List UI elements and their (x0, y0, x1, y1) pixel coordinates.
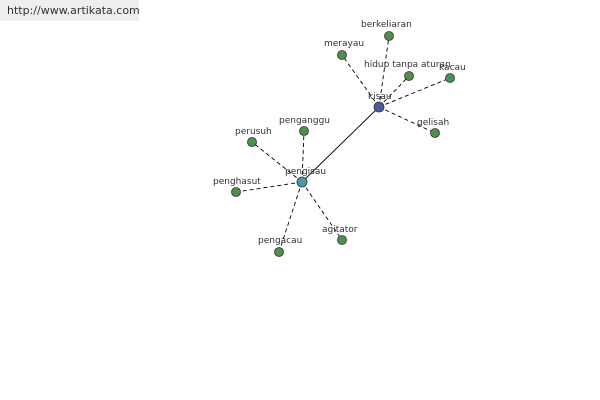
word-node-merayau[interactable] (337, 50, 347, 60)
graph-edges (235, 35, 451, 253)
word-label-hidup-tanpa-aturan[interactable]: hidup tanpa aturan (364, 60, 451, 70)
link-kisau-gelisah (378, 106, 436, 134)
main-link-kisau-pengisau (301, 106, 380, 183)
word-label-perusuh[interactable]: perusuh (235, 127, 272, 137)
word-label-gelisah[interactable]: gelisah (417, 118, 449, 128)
hub-node-pengisau[interactable] (296, 176, 308, 188)
word-label-pengacau[interactable]: pengacau (258, 236, 302, 246)
word-node-kacau[interactable] (445, 73, 455, 83)
word-label-pengisau[interactable]: pengisau (285, 167, 326, 177)
word-node-agitator[interactable] (337, 235, 347, 245)
word-node-berkeliaran[interactable] (384, 31, 394, 41)
link-pengisau-pengacau (278, 181, 303, 253)
graph-labels: berkeliaran merayau hidup tanpa aturankaca… (213, 20, 466, 246)
link-pengisau-perusuh (251, 141, 303, 183)
link-kisau-kacau (378, 77, 451, 108)
word-label-penghasut[interactable]: penghasut (213, 177, 261, 187)
word-label-agitator[interactable]: agitator (322, 225, 358, 235)
link-kisau-berkeliaran (378, 35, 390, 108)
graph-nodes (231, 31, 455, 257)
site-url[interactable]: http://www.artikata.com (0, 0, 140, 21)
word-node-hidup-tanpa-aturan[interactable] (404, 71, 414, 81)
link-pengisau-penganggu (301, 130, 305, 183)
word-label-berkeliaran[interactable]: berkeliaran (361, 20, 412, 30)
word-label-kisau[interactable]: kisau (368, 92, 392, 102)
word-node-penghasut[interactable] (231, 187, 241, 197)
word-node-penganggu[interactable] (299, 126, 309, 136)
word-node-perusuh[interactable] (247, 137, 257, 147)
word-label-kacau[interactable]: kacau (439, 63, 466, 73)
word-label-penganggu[interactable]: penganggu (279, 116, 330, 126)
word-label-merayau[interactable]: merayau (324, 39, 364, 49)
word-node-pengacau[interactable] (274, 247, 284, 257)
link-kisau-hidup-tanpa-aturan (378, 75, 410, 108)
link-pengisau-agitator (301, 181, 343, 241)
word-node-gelisah[interactable] (430, 128, 440, 138)
hub-node-kisau[interactable] (373, 101, 385, 113)
link-kisau-merayau (341, 54, 380, 108)
